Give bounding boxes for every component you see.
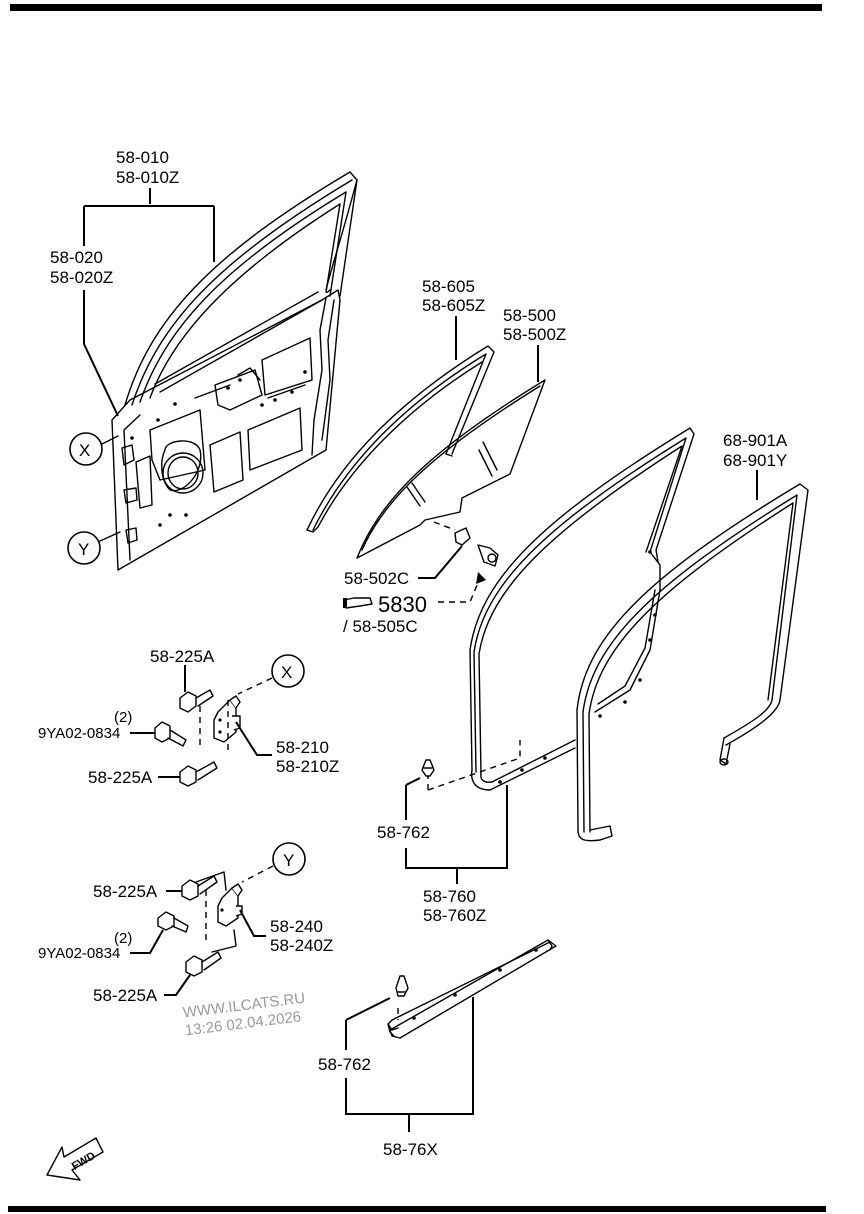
label-upper-hinge-2[interactable]: 58-210Z (276, 757, 339, 776)
upper-hinge-bracket-dash (199, 700, 229, 754)
hinge-callout-y-circle[interactable] (272, 842, 306, 876)
label-upper-screw-qty: (2) (114, 709, 132, 726)
reference-dash (438, 577, 481, 603)
label-upper-screw[interactable]: 9YA02-0834 (38, 725, 120, 742)
weatherstrip-clip-drawing[interactable] (421, 759, 435, 777)
glass-bracket-dash (433, 521, 456, 531)
hinge-callout-y-letter: Y (283, 851, 294, 870)
label-upper-hinge-1[interactable]: 58-210 (276, 738, 329, 757)
pointing-hand-icon (343, 597, 373, 609)
leader-door-shell (83, 188, 215, 262)
lower-hinge-screw[interactable] (157, 911, 189, 933)
label-upper-bolt-top[interactable]: 58-225A (150, 647, 215, 666)
label-door-weatherstrip-1[interactable]: 58-760 (423, 887, 476, 906)
leader-door-inner (83, 290, 119, 417)
top-border-bar (10, 4, 822, 11)
callout-x-leader (101, 435, 119, 445)
callout-x-circle[interactable] (69, 432, 103, 466)
label-sill-strip[interactable]: 58-76X (383, 1140, 438, 1159)
body-weatherstrip-drawing[interactable] (576, 483, 809, 842)
leader-lower-hinge (239, 909, 266, 937)
label-weatherstrip-clip[interactable]: 58-762 (377, 823, 430, 842)
label-lower-screw-qty: (2) (114, 930, 132, 947)
watermark: WWW.ILCATS.RU 13:26 02.04.2026 (182, 990, 306, 1040)
door-weatherstrip-drawing[interactable] (469, 427, 695, 791)
label-door-inner-2[interactable]: 58-020Z (50, 268, 113, 287)
label-body-weatherstrip-2[interactable]: 68-901Y (723, 451, 787, 470)
hinge-callout-x-circle[interactable] (271, 654, 305, 688)
lower-hinge-bolt-bottom[interactable] (185, 951, 222, 977)
glass-run-channel-drawing[interactable] (306, 345, 495, 533)
upper-hinge-bolt-top[interactable] (179, 689, 214, 713)
upper-hinge-screw[interactable] (154, 721, 187, 747)
label-reference-section[interactable]: 5830 (378, 592, 427, 617)
upper-hinge-bolt-bottom[interactable] (179, 761, 218, 787)
lower-hinge-drawing[interactable] (217, 883, 243, 927)
label-glass-run-1[interactable]: 58-605 (422, 277, 475, 296)
label-door-weatherstrip-2[interactable]: 58-760Z (423, 906, 486, 925)
label-body-weatherstrip-1[interactable]: 68-901A (723, 431, 788, 450)
reference-arrowhead (476, 572, 486, 584)
label-door-shell-1[interactable]: 58-010 (116, 148, 169, 167)
label-sill-clip[interactable]: 58-762 (318, 1055, 371, 1074)
hinge-y-dash (241, 865, 274, 883)
hinge-x-dash (237, 677, 273, 695)
label-door-inner-1[interactable]: 58-020 (50, 248, 103, 267)
callout-y-circle[interactable] (67, 531, 101, 565)
door-glass-drawing[interactable] (356, 379, 546, 559)
leader-glass-bracket (418, 545, 463, 579)
lower-hinge-bolt-top[interactable] (181, 875, 218, 901)
upper-hinge-drawing[interactable] (213, 695, 241, 743)
callout-y-letter: Y (78, 540, 89, 559)
label-glass-run-2[interactable]: 58-605Z (422, 296, 485, 315)
glass-bracket-drawing[interactable] (454, 527, 499, 567)
label-glass-bracket[interactable]: 58-502C (344, 569, 409, 588)
leader-lower-screw (130, 929, 164, 954)
door-shell-drawing[interactable] (111, 171, 358, 571)
lower-hinge-bracket-line (195, 871, 237, 953)
label-door-shell-2[interactable]: 58-010Z (116, 168, 179, 187)
label-door-glass-1[interactable]: 58-500 (503, 306, 556, 325)
bottom-border-bar (8, 1206, 826, 1212)
fwd-label: FWD (70, 1150, 98, 1173)
label-lower-hinge-1[interactable]: 58-240 (270, 917, 323, 936)
sill-clip-drawing[interactable] (395, 975, 409, 997)
sill-strip-drawing[interactable] (387, 939, 557, 1039)
label-door-glass-2[interactable]: 58-500Z (503, 325, 566, 344)
callout-y-leader (99, 531, 121, 542)
label-upper-bolt-bottom[interactable]: 58-225A (88, 768, 153, 787)
hinge-callout-x-letter: X (281, 663, 292, 682)
label-lower-screw[interactable]: 9YA02-0834 (38, 945, 120, 962)
fwd-arrow-icon: FWD (46, 1137, 104, 1181)
label-reference-part[interactable]: / 58-505C (343, 617, 418, 636)
leader-lower-bolt-bottom (164, 974, 191, 996)
label-lower-hinge-2[interactable]: 58-240Z (270, 936, 333, 955)
callout-x-letter: X (79, 441, 90, 460)
label-lower-bolt-top[interactable]: 58-225A (93, 882, 158, 901)
label-lower-bolt-bottom[interactable]: 58-225A (93, 986, 158, 1005)
leader-upper-hinge (235, 721, 272, 756)
